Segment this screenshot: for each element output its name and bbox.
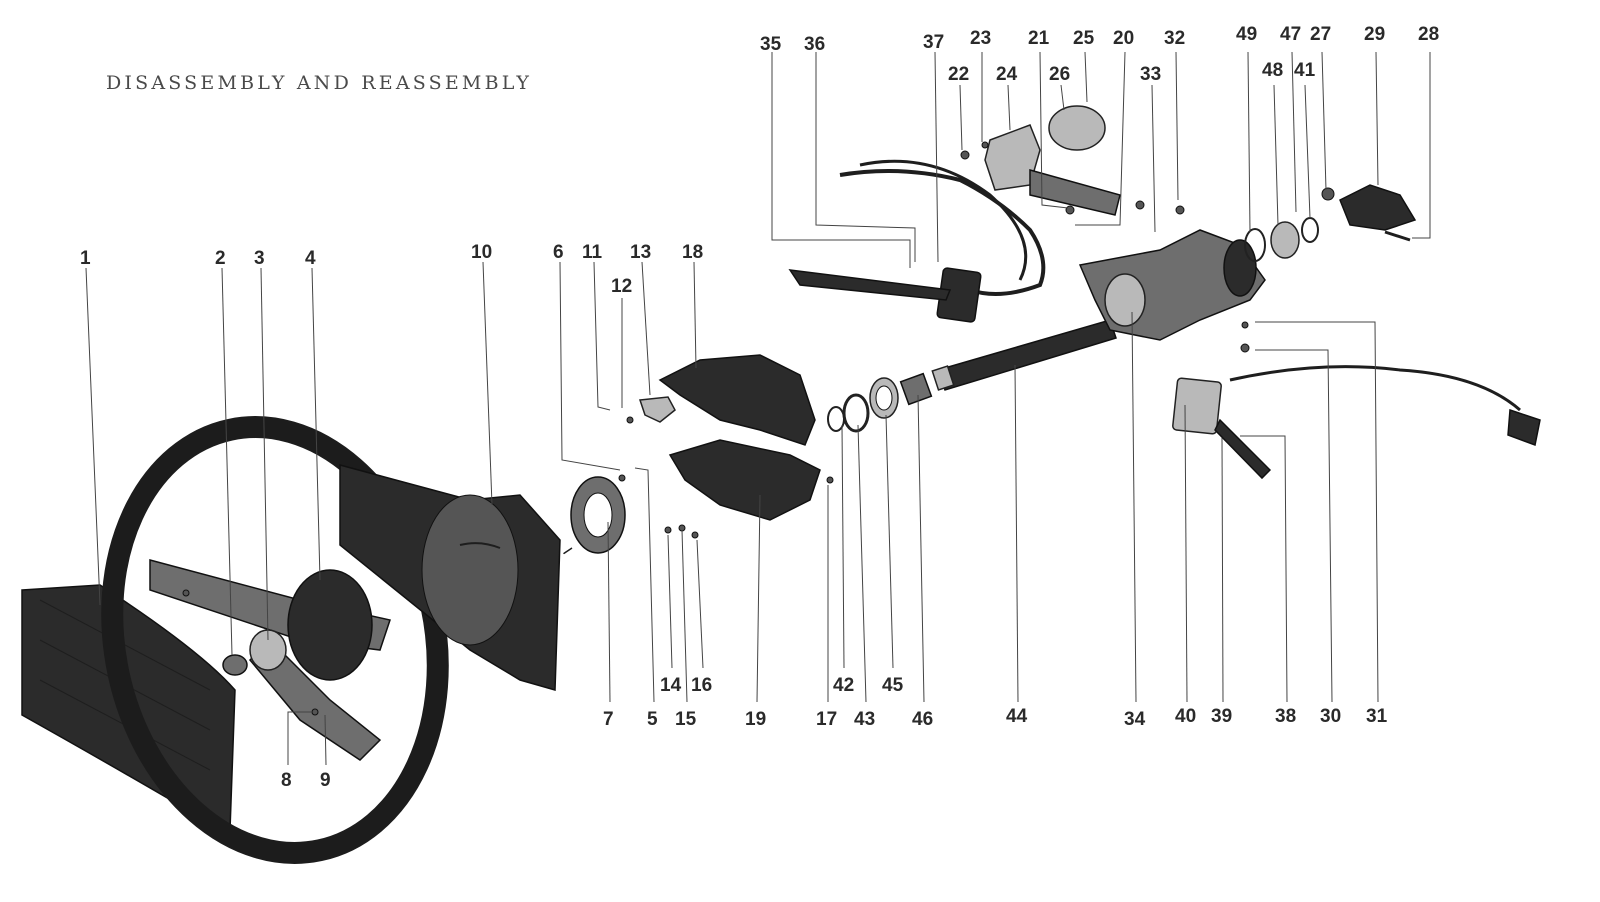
part-upper-cover xyxy=(658,354,816,446)
callout-14: 14 xyxy=(660,675,682,696)
callout-21: 21 xyxy=(1028,28,1050,49)
callout-31: 31 xyxy=(1366,706,1388,727)
part-rings-and-bearings xyxy=(827,372,933,433)
part-steering-shaft xyxy=(931,319,1117,391)
callout-23: 23 xyxy=(970,28,991,49)
callout-39: 39 xyxy=(1211,706,1232,727)
callout-45: 45 xyxy=(882,675,904,696)
callout-27: 27 xyxy=(1310,24,1331,45)
part-steering-shroud xyxy=(339,464,561,691)
callout-44: 44 xyxy=(1006,706,1028,727)
callout-37: 37 xyxy=(923,32,944,53)
callout-25: 25 xyxy=(1073,28,1095,49)
callout-24: 24 xyxy=(996,64,1018,85)
callout-32: 32 xyxy=(1164,28,1185,49)
part-column-tube xyxy=(1078,229,1266,341)
callout-8: 8 xyxy=(281,770,292,791)
callout-12: 12 xyxy=(611,276,632,297)
callout-11: 11 xyxy=(582,242,603,263)
callout-35: 35 xyxy=(760,34,782,55)
callout-5: 5 xyxy=(647,709,658,730)
callout-4: 4 xyxy=(305,248,316,269)
callout-13: 13 xyxy=(630,242,651,263)
callout-19: 19 xyxy=(745,709,766,730)
callout-34: 34 xyxy=(1124,709,1146,730)
part-lower-cover xyxy=(668,439,821,521)
part-steering-wheel xyxy=(101,416,449,864)
page-title: DISASSEMBLY AND REASSEMBLY xyxy=(106,72,533,94)
callout-17: 17 xyxy=(816,709,837,730)
callout-40: 40 xyxy=(1175,706,1196,727)
leader-lines xyxy=(85,51,1431,766)
callout-3: 3 xyxy=(254,248,265,269)
part-ignition-lock xyxy=(984,105,1121,216)
callout-49: 49 xyxy=(1236,24,1257,45)
callout-26: 26 xyxy=(1049,64,1070,85)
part-contact-ring xyxy=(563,476,626,555)
callout-7: 7 xyxy=(603,709,614,730)
part-wiring-harness xyxy=(839,159,1046,296)
callout-20: 20 xyxy=(1113,28,1134,49)
callout-42: 42 xyxy=(833,675,854,696)
callout-16: 16 xyxy=(691,675,712,696)
callout-22: 22 xyxy=(948,64,969,85)
callout-numbers: 1 2 3 4 5 6 7 8 9 10 11 12 13 14 15 16 1… xyxy=(80,24,1439,791)
callout-15: 15 xyxy=(675,709,697,730)
callout-41: 41 xyxy=(1294,60,1316,81)
callout-29: 29 xyxy=(1364,24,1385,45)
callout-28: 28 xyxy=(1418,24,1439,45)
part-right-switch xyxy=(1172,365,1541,480)
callout-1: 1 xyxy=(80,248,91,269)
callout-48: 48 xyxy=(1262,60,1283,81)
part-turn-cam xyxy=(638,396,676,423)
callout-46: 46 xyxy=(912,709,933,730)
callout-47: 47 xyxy=(1280,24,1301,45)
callout-18: 18 xyxy=(682,242,703,263)
callout-10: 10 xyxy=(471,242,492,263)
callout-36: 36 xyxy=(804,34,825,55)
part-universal-joint xyxy=(1244,184,1417,262)
callout-2: 2 xyxy=(215,248,226,269)
part-left-switch xyxy=(788,267,982,323)
part-small-screws xyxy=(182,141,1250,716)
callout-38: 38 xyxy=(1275,706,1296,727)
callout-30: 30 xyxy=(1320,706,1341,727)
callout-43: 43 xyxy=(854,709,875,730)
callout-9: 9 xyxy=(320,770,331,791)
callout-33: 33 xyxy=(1140,64,1161,85)
callout-6: 6 xyxy=(553,242,564,263)
